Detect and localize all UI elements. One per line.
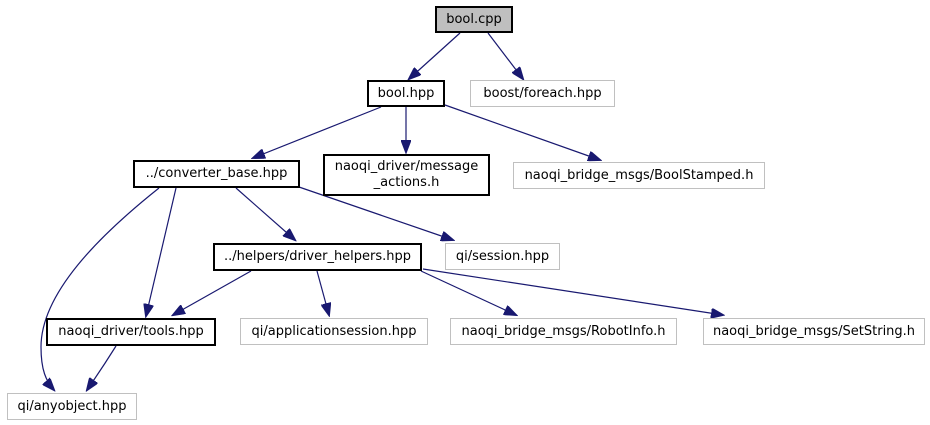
edge-driver-helpers-to-tools [173, 270, 252, 315]
edge-driver-helpers-to-setstring [422, 268, 723, 315]
edge-bool-hpp-to-bool-stamped [444, 104, 600, 160]
node-anyobject-hpp: qi/anyobject.hpp [7, 393, 137, 420]
node-session-hpp: qi/session.hpp [445, 243, 560, 270]
node-message-actions-h[interactable]: naoqi_driver/message _actions.h [323, 154, 490, 196]
node-setstring-h: naoqi_bridge_msgs/SetString.h [703, 318, 925, 345]
edge-converter-base-to-tools [146, 187, 177, 316]
edge-driver-helpers-to-applicationsession [316, 270, 329, 315]
node-tools-hpp[interactable]: naoqi_driver/tools.hpp [46, 318, 216, 346]
node-bool-hpp[interactable]: bool.hpp [367, 80, 445, 107]
node-label-line: naoqi_driver/message [334, 159, 479, 175]
edge-converter-base-to-driver-helpers [235, 187, 295, 240]
edge-bool-cpp-to-bool-hpp [409, 32, 461, 79]
node-label-line: _actions.h [373, 175, 440, 190]
node-driver-helpers-hpp[interactable]: ../helpers/driver_helpers.hpp [213, 243, 422, 271]
edge-tools-to-anyobject [87, 345, 117, 390]
node-bool-cpp: bool.cpp [435, 6, 513, 33]
node-boost-foreach-hpp: boost/foreach.hpp [470, 80, 615, 107]
node-applicationsession-hpp: qi/applicationsession.hpp [240, 318, 428, 345]
node-robotinfo-h: naoqi_bridge_msgs/RobotInfo.h [450, 318, 677, 345]
edge-driver-helpers-to-robotinfo [420, 270, 516, 315]
edge-bool-cpp-to-boost-foreach [487, 32, 523, 79]
node-converter-base-hpp[interactable]: ../converter_base.hpp [133, 160, 300, 188]
edge-bool-hpp-to-converter-base [253, 106, 382, 158]
edge-converter-base-to-anyobject [40, 187, 160, 390]
node-bool-stamped-h: naoqi_bridge_msgs/BoolStamped.h [513, 162, 765, 189]
